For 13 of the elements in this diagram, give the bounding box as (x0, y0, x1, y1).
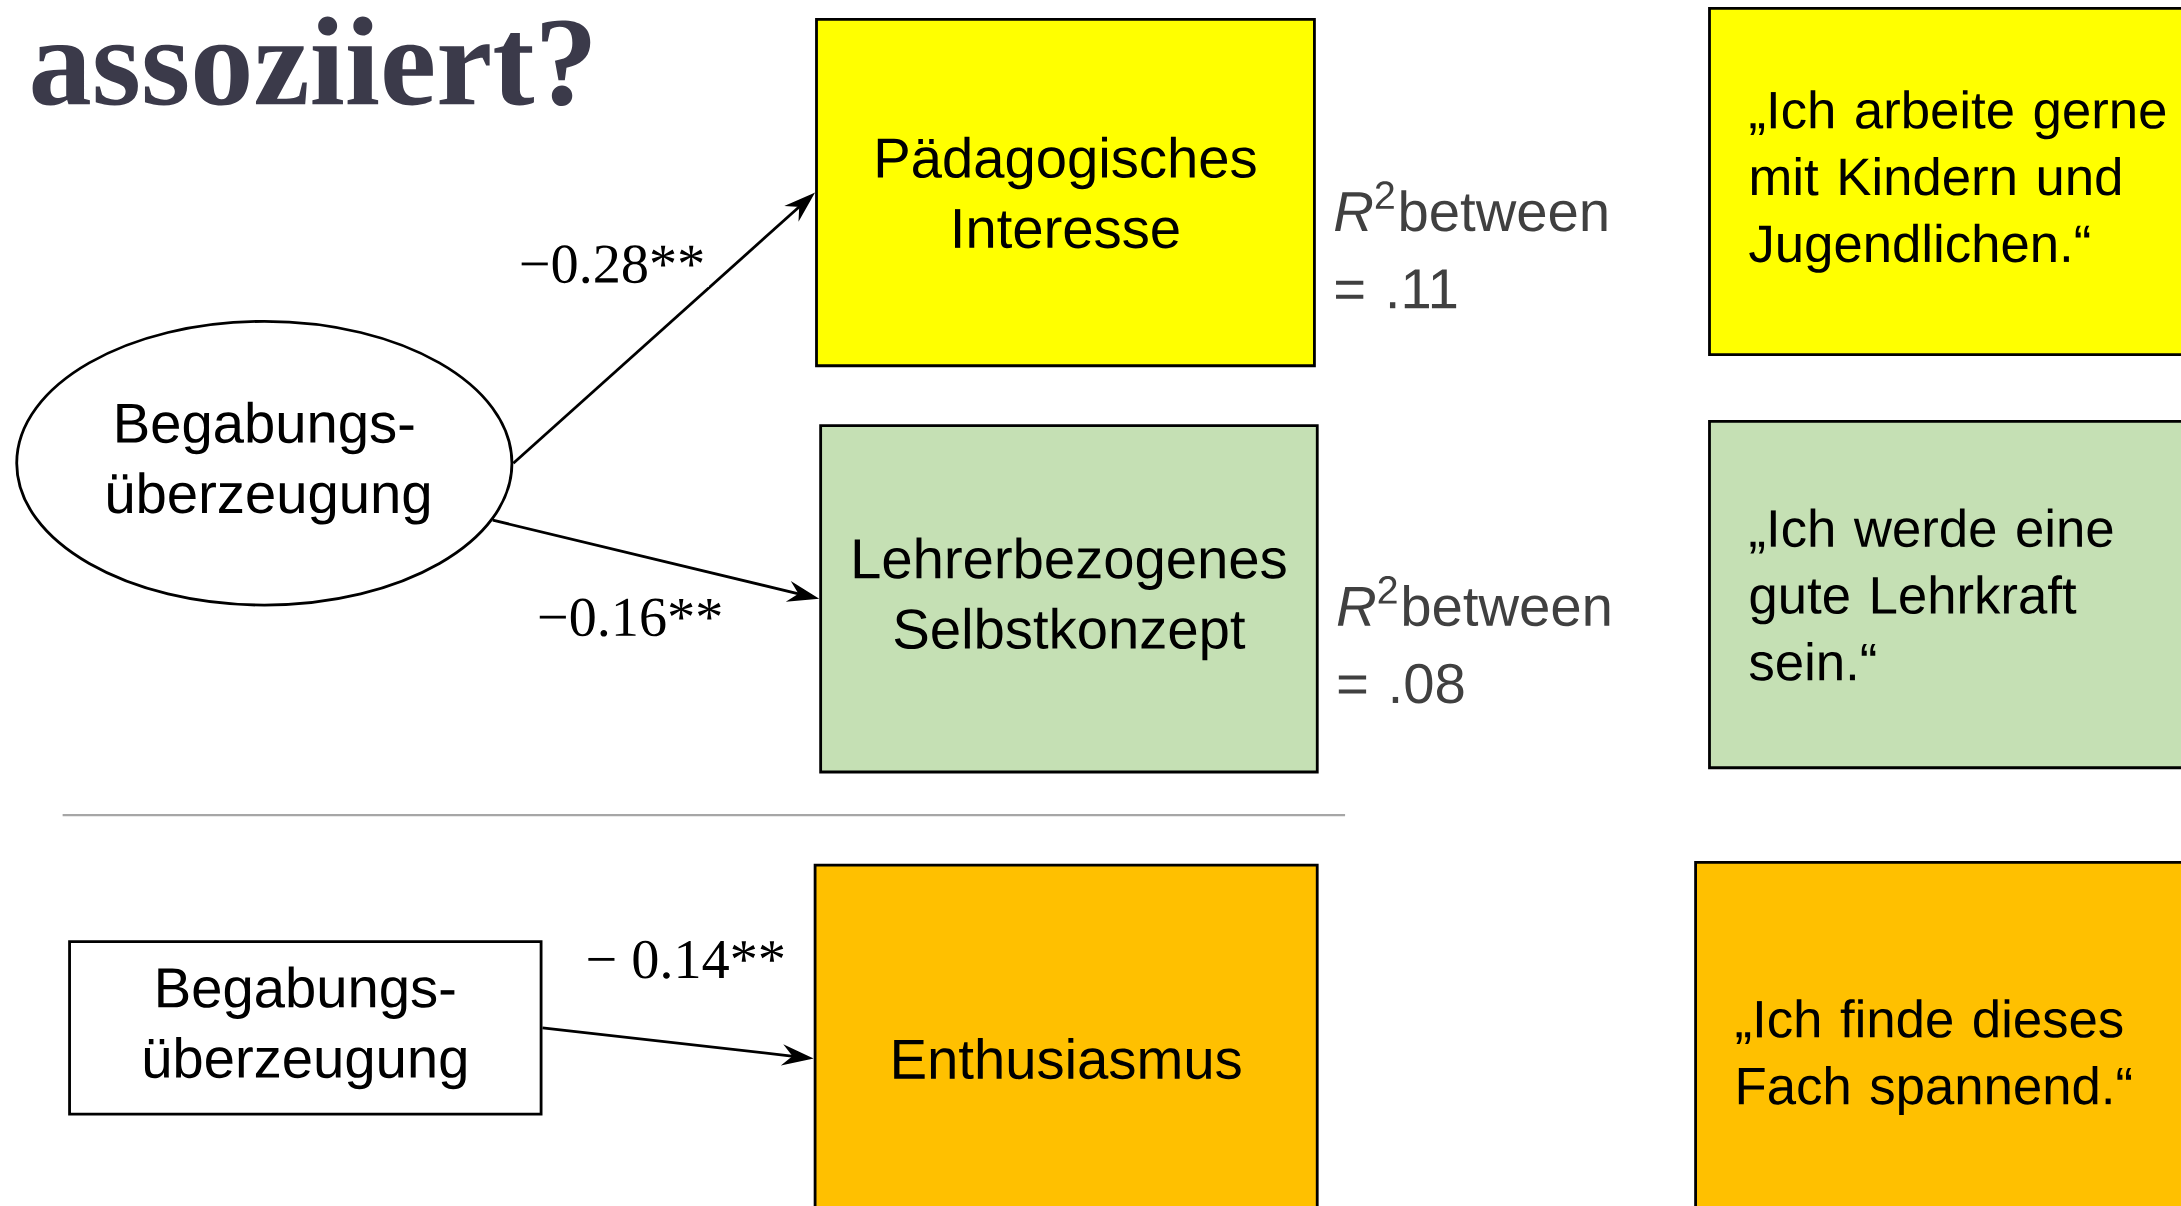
item-box: „Ich werde eine gute Lehrkraft sein.“ (1708, 420, 2181, 770)
construct-box: Begabungs- überzeugung (68, 940, 543, 1116)
edge-label: − 0.14** (588, 940, 784, 979)
construct-box: Enthusiasmus (813, 863, 1319, 1206)
item-box: „Ich finde dieses Fach spannend.“ (1694, 861, 2181, 1206)
construct-box: Lehrerbezogenes Selbstkonzept (819, 424, 1319, 774)
edge-label: −0.28** (521, 245, 703, 284)
construct-box: Pädagogisches Interesse (815, 18, 1316, 368)
slide-title: assoziiert? (32, 16, 591, 107)
r-squared-label: R$^{2}$between = .08 (1337, 576, 1610, 704)
edge-label: −0.16** (539, 598, 721, 637)
item-box: „Ich arbeite gerne mit Kindern und Jugendlichen.“ (1708, 6, 2181, 357)
r-squared-label: R$^{2}$between = .11 (1335, 181, 1607, 309)
